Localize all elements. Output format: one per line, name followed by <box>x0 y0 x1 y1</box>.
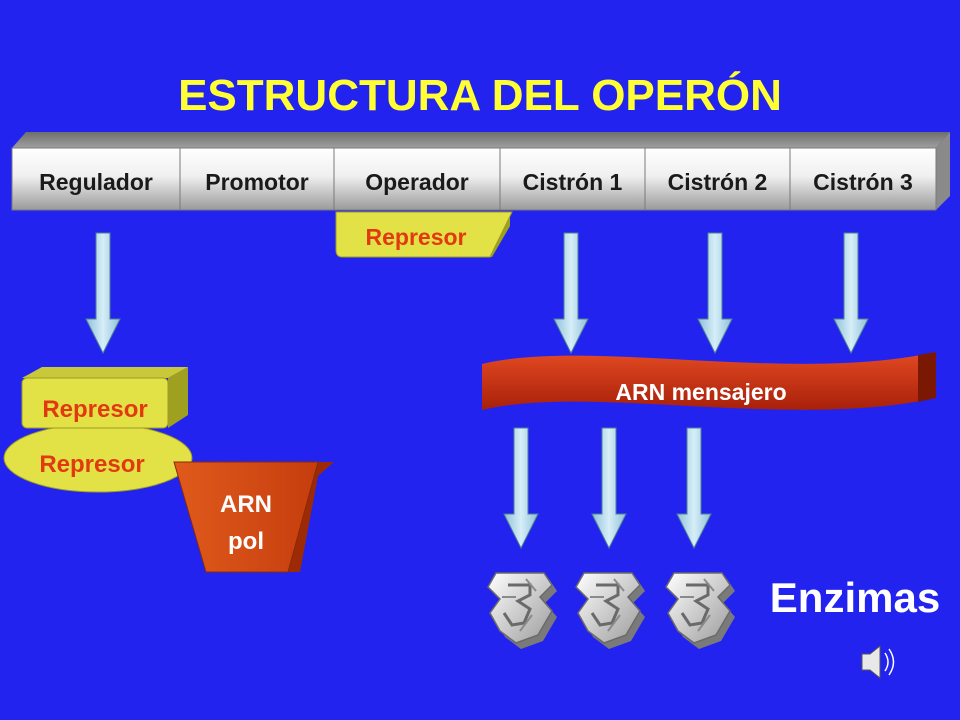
repressor-operator-label: Represor <box>366 224 467 250</box>
repressor-box-side <box>168 367 188 428</box>
repressor-stack: Represor Represor <box>3 367 193 493</box>
enzyme-arrow-2 <box>591 427 627 549</box>
mrna-label: ARN mensajero <box>615 379 786 405</box>
dna-segment-2: Promotor <box>179 147 335 211</box>
dna-segment-label: Operador <box>365 169 469 195</box>
repressor-on-operator: Represor <box>335 211 513 258</box>
dna-strand: Regulador Promotor Operador Cistrón 1 Cistró… <box>11 132 950 211</box>
regulator-arrow <box>85 232 121 354</box>
enzyme-icon <box>487 572 557 649</box>
dna-segment-label: Promotor <box>205 169 309 195</box>
mrna-ribbon: ARN mensajero <box>482 352 936 410</box>
dna-side-face <box>936 132 950 210</box>
arn-pol-label-2: pol <box>228 528 264 555</box>
dna-segment-1: Regulador <box>11 147 181 211</box>
dna-segment-label: Cistrón 3 <box>813 169 913 195</box>
arn-pol-shape <box>173 461 319 573</box>
repressor-stack-label-2: Represor <box>39 451 144 478</box>
enzyme-icon <box>575 572 645 649</box>
page-title: ESTRUCTURA DEL OPERÓN <box>178 70 782 120</box>
arn-pol-label-1: ARN <box>220 491 272 518</box>
dna-segment-label: Regulador <box>39 169 153 195</box>
repressor-box-top <box>22 367 188 378</box>
speaker-icon[interactable] <box>861 644 895 680</box>
mrna-end <box>918 352 936 402</box>
dna-segment-label: Cistrón 1 <box>523 169 623 195</box>
cistron-2-arrow <box>697 232 733 354</box>
dna-top-face <box>12 132 950 148</box>
enzyme-icon <box>665 572 735 649</box>
cistron-1-arrow <box>553 232 589 354</box>
dna-segment-5: Cistrón 2 <box>644 147 791 211</box>
arn-polymerase: ARN pol <box>173 461 334 573</box>
enzymes-label: Enzimas <box>770 574 940 621</box>
enzyme-arrow-3 <box>676 427 712 549</box>
dna-segment-4: Cistrón 1 <box>499 147 646 211</box>
enzyme-arrow-1 <box>503 427 539 549</box>
repressor-block <box>335 211 513 258</box>
dna-segment-3: Operador <box>333 147 501 211</box>
cistron-3-arrow <box>833 232 869 354</box>
repressor-stack-label-1: Represor <box>42 396 147 423</box>
mrna-body <box>482 352 936 410</box>
dna-segment-6: Cistrón 3 <box>789 147 937 211</box>
dna-segment-label: Cistrón 2 <box>668 169 768 195</box>
repressor-box <box>21 377 169 429</box>
